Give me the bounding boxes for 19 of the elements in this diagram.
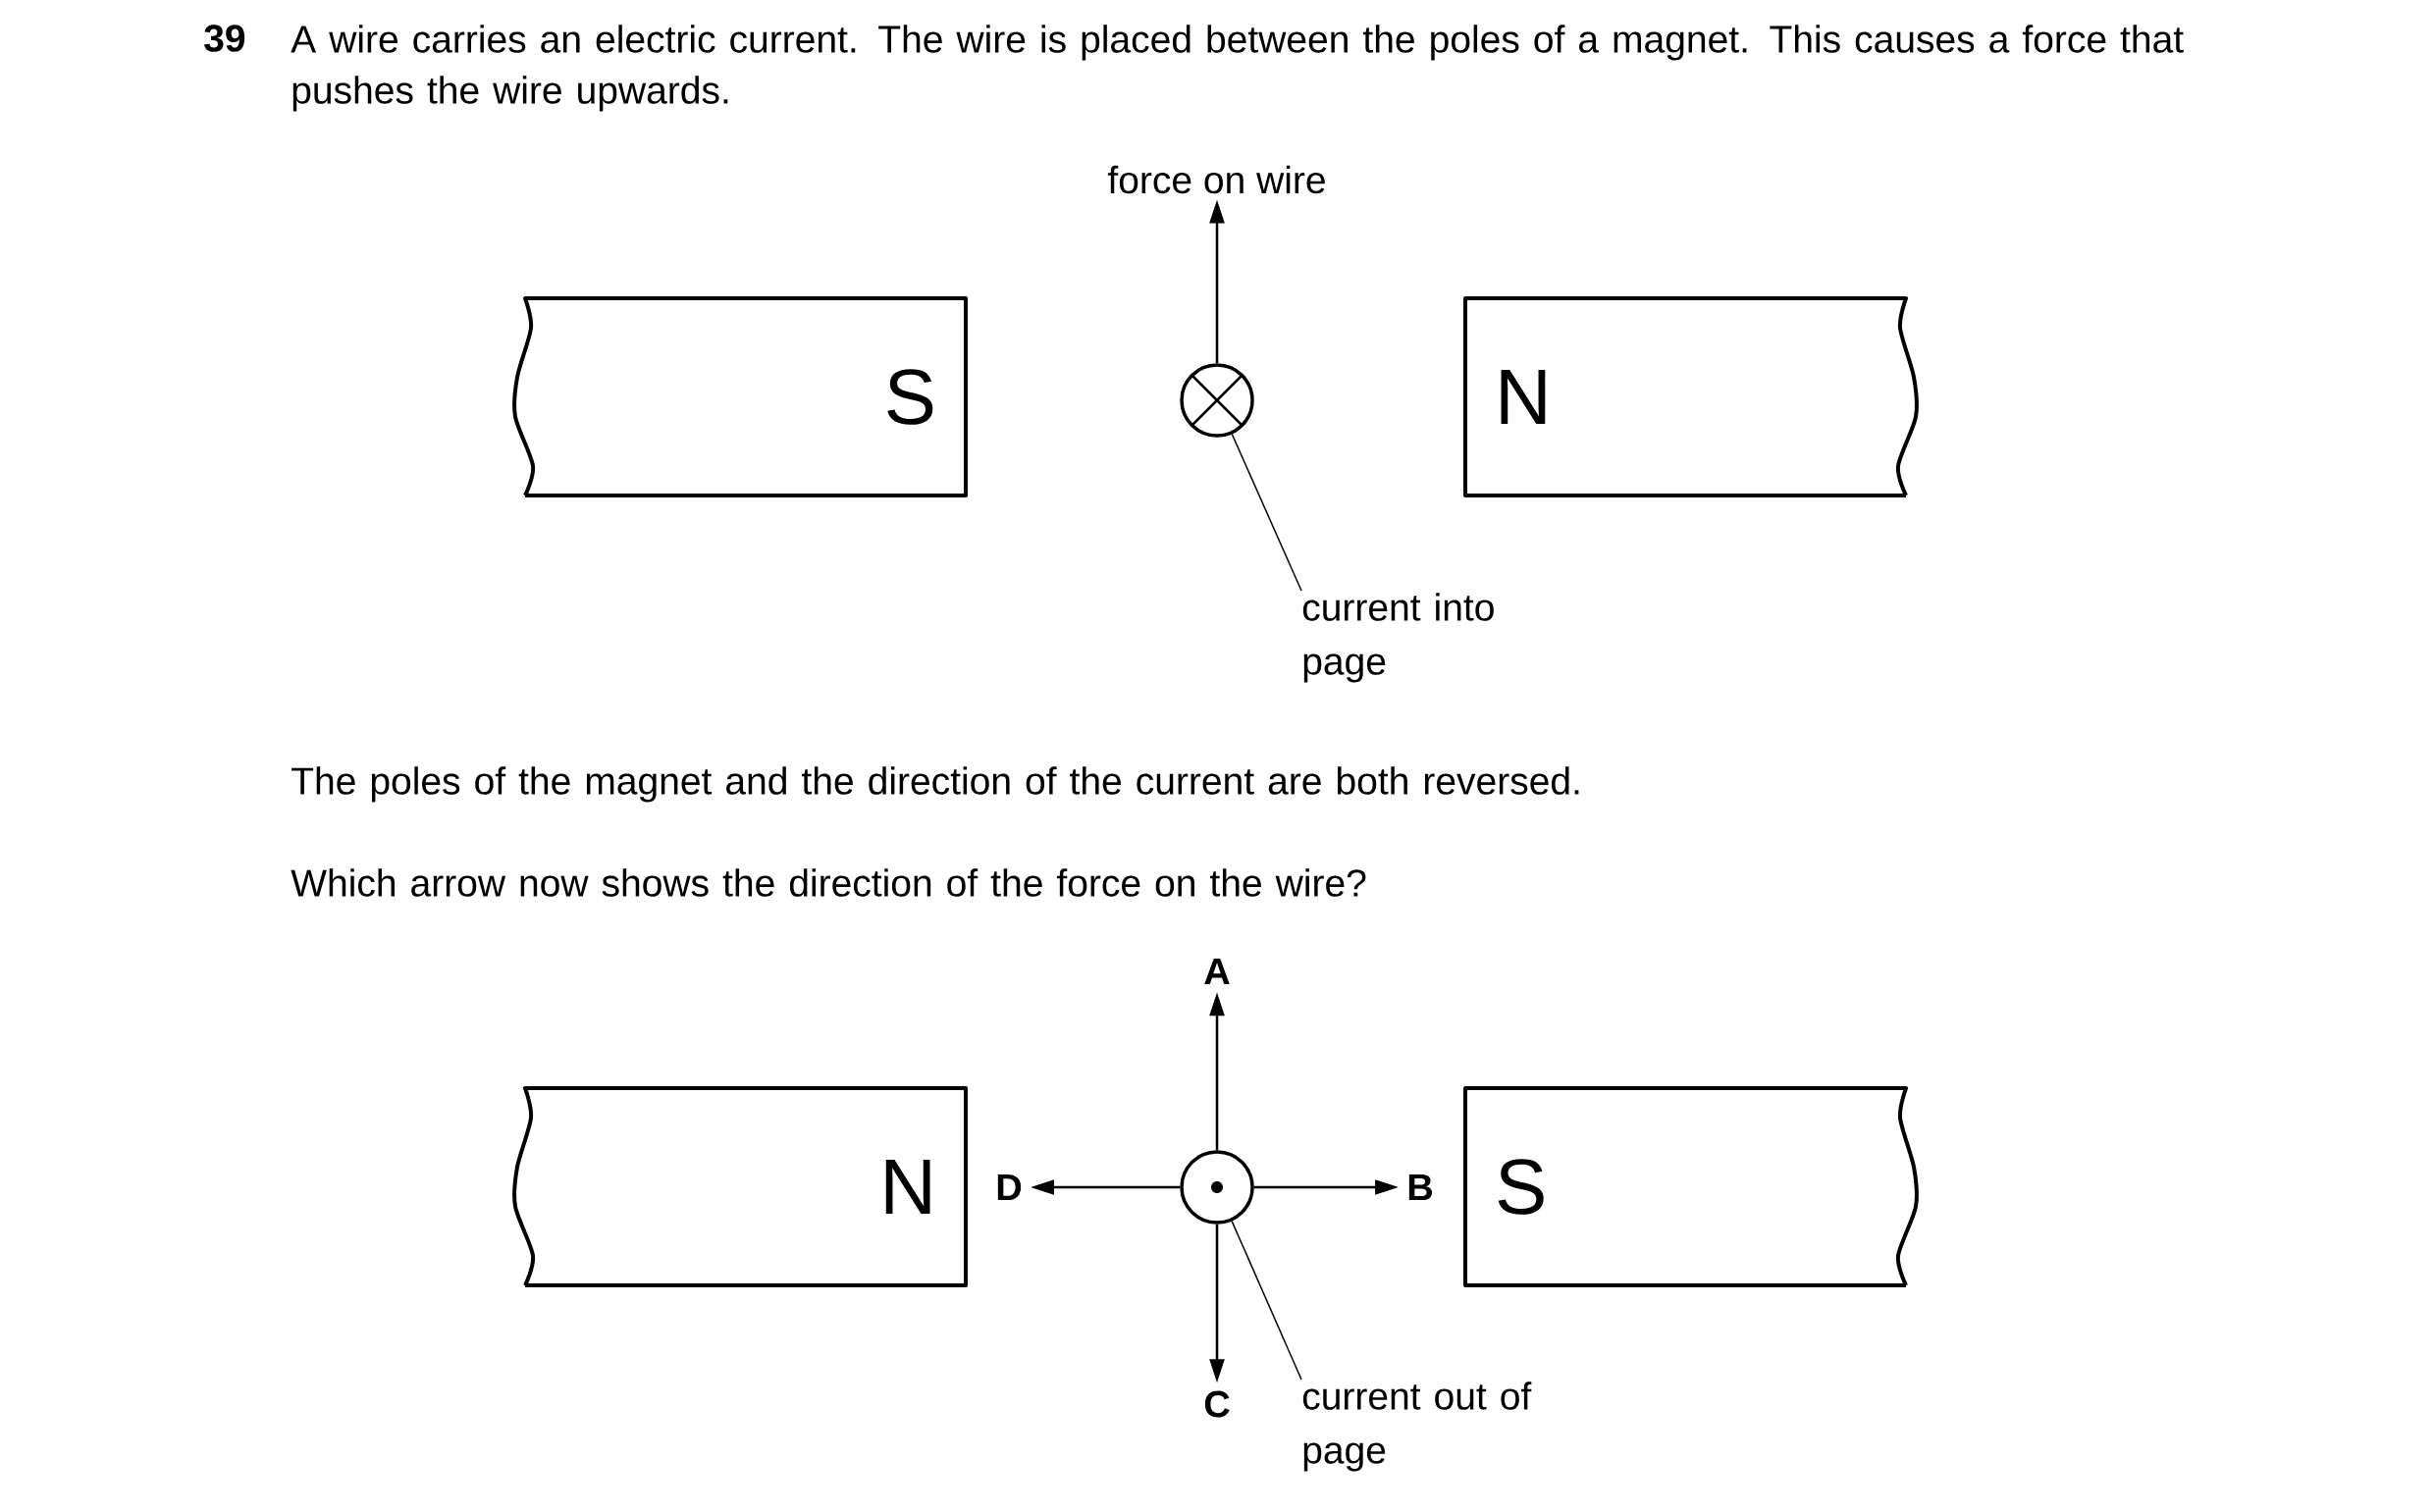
question-text: The poles of the magnet and the direction of the current are both reversed.	[291, 766, 1579, 803]
callout-text: current into page	[1302, 593, 1494, 683]
arrow-letter: A	[1204, 958, 1230, 985]
magnet-block: N	[512, 1086, 968, 1287]
arrow-letter: B	[1408, 1173, 1432, 1201]
wire-into-page-symbol	[1180, 363, 1254, 438]
wire-out-of-page-symbol	[1180, 1150, 1254, 1225]
arrow-letter: C	[1204, 1390, 1230, 1418]
callout-text: current out of page	[1302, 1382, 1532, 1472]
magnet-block: N	[1463, 296, 1919, 497]
question-text: Which arrow now shows the direction of the force on the wire?	[291, 868, 1366, 897]
leader-line	[1231, 1220, 1302, 1381]
magnet-block: S	[1463, 1086, 1919, 1287]
question-text: A wire carries an electric current. The wire is placed between the poles of a magnet. This causes a force that pushes the wire upwards.	[291, 25, 2184, 112]
question-number: 39	[204, 25, 245, 52]
arrow-letter: D	[997, 1173, 1022, 1201]
leader-line	[1231, 433, 1302, 592]
force-label: force on wire	[1107, 165, 1325, 194]
magnet-block: S	[512, 296, 968, 497]
